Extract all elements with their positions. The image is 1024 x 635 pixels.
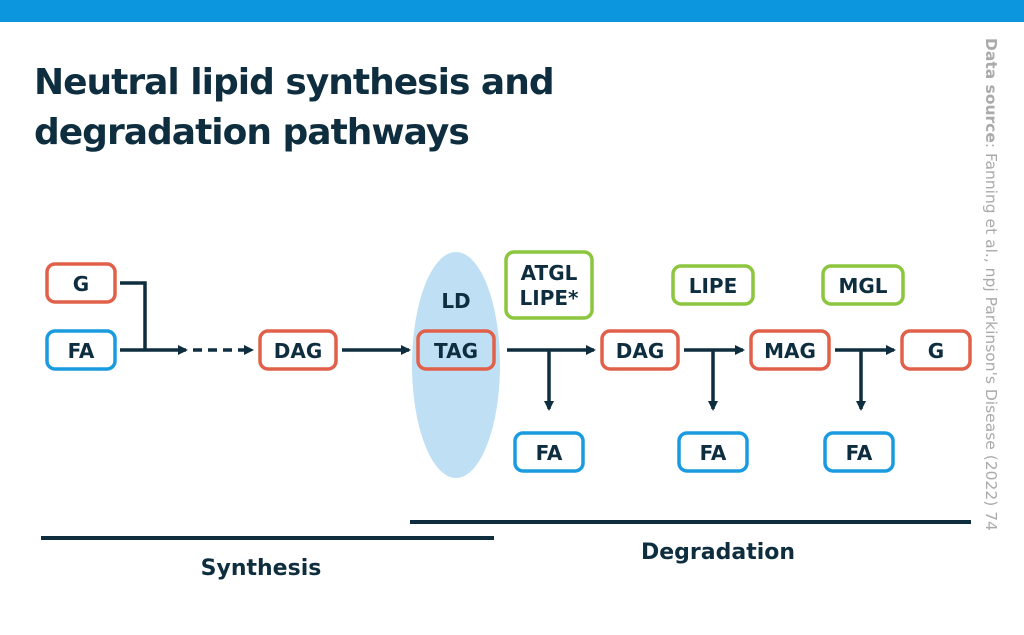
page-title: Neutral lipid synthesis and degradation … — [34, 58, 674, 158]
dag-synthesis-label: DAG — [274, 339, 323, 363]
fa-output-1-label: FA — [536, 441, 563, 465]
title-line-2: degradation pathways — [34, 112, 470, 153]
tag-box: TAG — [416, 329, 496, 371]
g-output-box: G — [900, 329, 972, 371]
tag-label: TAG — [434, 339, 478, 363]
g-input-box: G — [45, 262, 117, 304]
dag-degradation-box: DAG — [600, 329, 680, 371]
top-accent-bar — [0, 0, 1024, 22]
mag-label: MAG — [764, 339, 816, 363]
atgl-lipe-enzyme-box: ATGL LIPE* — [504, 250, 594, 320]
lipe-star-label: LIPE* — [520, 286, 580, 310]
fa-output-box-1: FA — [513, 431, 585, 473]
mag-box: MAG — [749, 329, 831, 371]
fa-output-box-2: FA — [677, 431, 749, 473]
fa-output-3-label: FA — [846, 441, 873, 465]
fa-output-box-3: FA — [823, 431, 895, 473]
lipe-enzyme-box: LIPE — [671, 264, 755, 306]
fa-input-box: FA — [45, 329, 117, 371]
atgl-label: ATGL — [521, 261, 578, 285]
lipe-label: LIPE — [689, 274, 738, 298]
mgl-enzyme-box: MGL — [821, 264, 905, 306]
ld-label: LD — [441, 289, 470, 313]
fa-input-label: FA — [68, 339, 95, 363]
g-input-label: G — [73, 272, 89, 296]
fa-output-2-label: FA — [700, 441, 727, 465]
synthesis-label: Synthesis — [201, 556, 322, 581]
mgl-label: MGL — [838, 274, 887, 298]
dag-synthesis-box: DAG — [258, 329, 338, 371]
dag-degradation-label: DAG — [616, 339, 665, 363]
g-connector-line — [120, 281, 147, 350]
title-line-1: Neutral lipid synthesis and — [34, 62, 555, 103]
g-output-label: G — [928, 339, 944, 363]
degradation-label: Degradation — [641, 540, 795, 565]
